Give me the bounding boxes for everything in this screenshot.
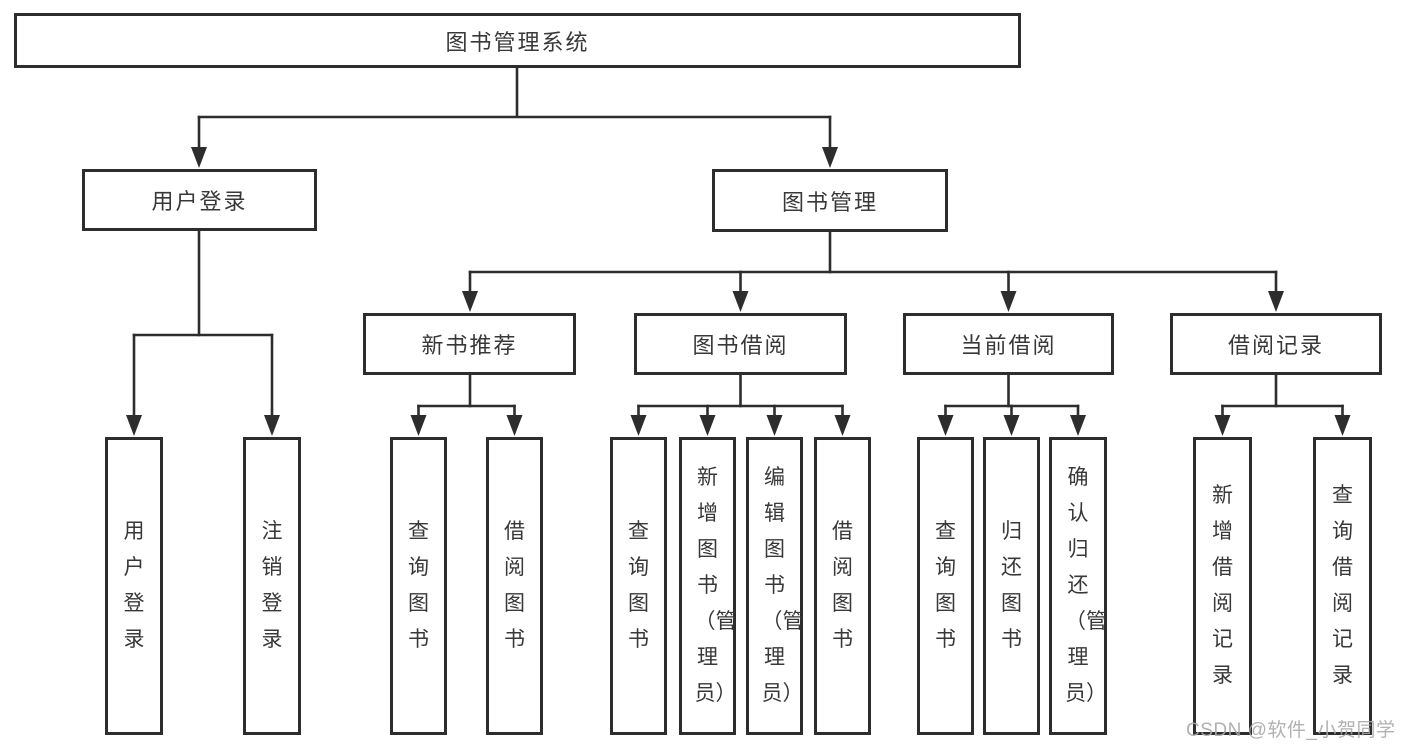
leaf-add-borrow-record: 新增借阅记录	[1193, 437, 1252, 735]
node-records: 借阅记录	[1170, 313, 1382, 375]
leaf-edit-books-admin: 编辑图书（管理员）	[746, 437, 804, 735]
node-user-login: 用户登录	[82, 169, 317, 231]
node-records-label: 借阅记录	[1227, 333, 1324, 358]
node-root-label: 图书管理系统	[445, 29, 590, 55]
leaf-label: 编辑图书（管理员）	[761, 466, 804, 705]
node-current-label: 当前借阅	[960, 333, 1057, 358]
leaf-label: 查询借阅记录	[1332, 484, 1353, 687]
leaf-add-books-admin: 新增图书（管理员）	[679, 437, 737, 735]
leaf-borrow-books-1: 借阅图书	[486, 437, 543, 735]
leaf-confirm-return-admin: 确认归还（管理员）	[1049, 437, 1107, 735]
leaf-user-login: 用户登录	[105, 437, 163, 735]
leaf-label: 查询图书	[408, 520, 429, 651]
leaf-borrow-books-2: 借阅图书	[814, 437, 871, 735]
leaf-label: 借阅图书	[832, 520, 853, 651]
leaf-label: 注销登录	[261, 520, 283, 651]
leaf-return-books: 归还图书	[983, 437, 1040, 735]
leaf-label: 新增图书（管理员）	[694, 466, 737, 705]
node-book-mgmt-label: 图书管理	[781, 189, 878, 215]
leaf-label: 查询图书	[628, 520, 649, 651]
node-borrowing-label: 图书借阅	[692, 333, 789, 358]
leaf-label: 新增借阅记录	[1212, 484, 1233, 687]
node-borrowing: 图书借阅	[634, 313, 847, 375]
csdn-watermark: CSDN @软件_小贺同学	[1186, 720, 1396, 741]
leaf-logout: 注销登录	[243, 437, 301, 735]
node-new-books: 新书推荐	[363, 313, 576, 375]
leaf-query-books-3: 查询图书	[917, 437, 974, 735]
leaf-query-borrow-record: 查询借阅记录	[1313, 437, 1372, 735]
leaf-label: 归还图书	[1001, 520, 1022, 651]
leaf-label: 确认归还（管理员）	[1065, 466, 1107, 705]
node-book-mgmt: 图书管理	[712, 169, 948, 232]
node-new-books-label: 新书推荐	[421, 333, 518, 358]
node-user-login-label: 用户登录	[151, 189, 248, 214]
leaf-query-books-2: 查询图书	[610, 437, 667, 735]
node-current: 当前借阅	[903, 313, 1114, 375]
node-root: 图书管理系统	[14, 13, 1021, 68]
leaf-query-books-1: 查询图书	[390, 437, 447, 735]
leaf-label: 查询图书	[935, 520, 956, 651]
leaf-label: 用户登录	[123, 520, 145, 651]
leaf-label: 借阅图书	[504, 520, 525, 651]
